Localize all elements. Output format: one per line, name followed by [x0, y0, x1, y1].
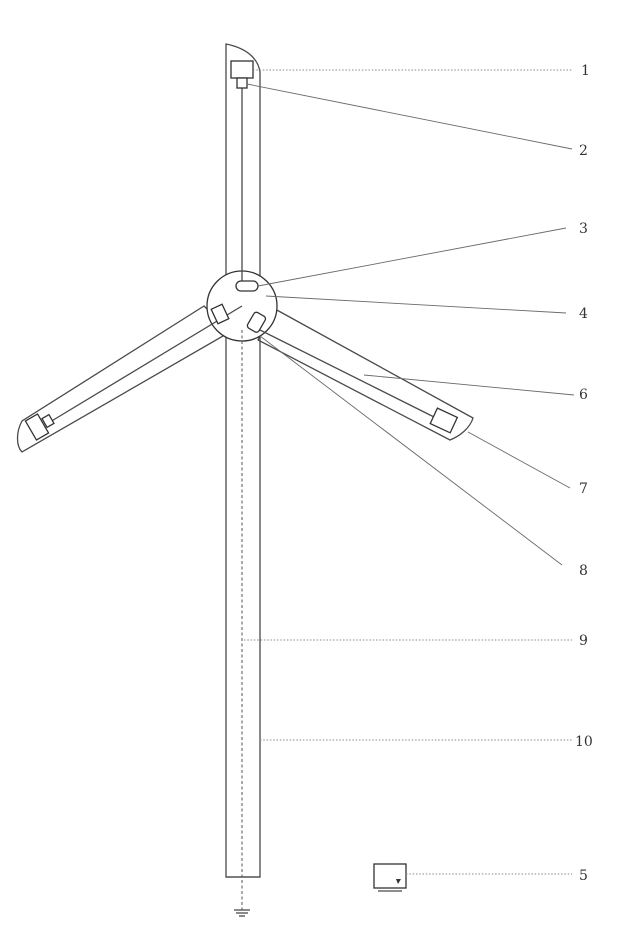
callout-6: 6: [579, 387, 588, 403]
tip-receptor-right: [430, 408, 457, 433]
callout-2: 2: [579, 143, 588, 159]
callout-3: 3: [579, 221, 588, 237]
callout-10: 10: [575, 734, 593, 750]
callout-8: 8: [579, 563, 588, 579]
blade-left: [18, 306, 231, 452]
monitor-icon: [374, 864, 406, 891]
callout-5: 5: [579, 868, 588, 884]
callout-7: 7: [579, 481, 588, 497]
ground-icon: [234, 910, 250, 916]
internal-cables: [50, 88, 440, 910]
callout-9: 9: [579, 633, 588, 649]
tower: [226, 44, 260, 877]
callout-labels: 1 2 3 4 6 7 8 9 10 5: [575, 63, 593, 884]
leader-lines: [244, 70, 574, 874]
tip-receptor-top: [231, 61, 253, 88]
callout-4: 4: [579, 306, 588, 322]
callout-1: 1: [581, 63, 590, 79]
hub-sensor-top: [236, 281, 258, 291]
